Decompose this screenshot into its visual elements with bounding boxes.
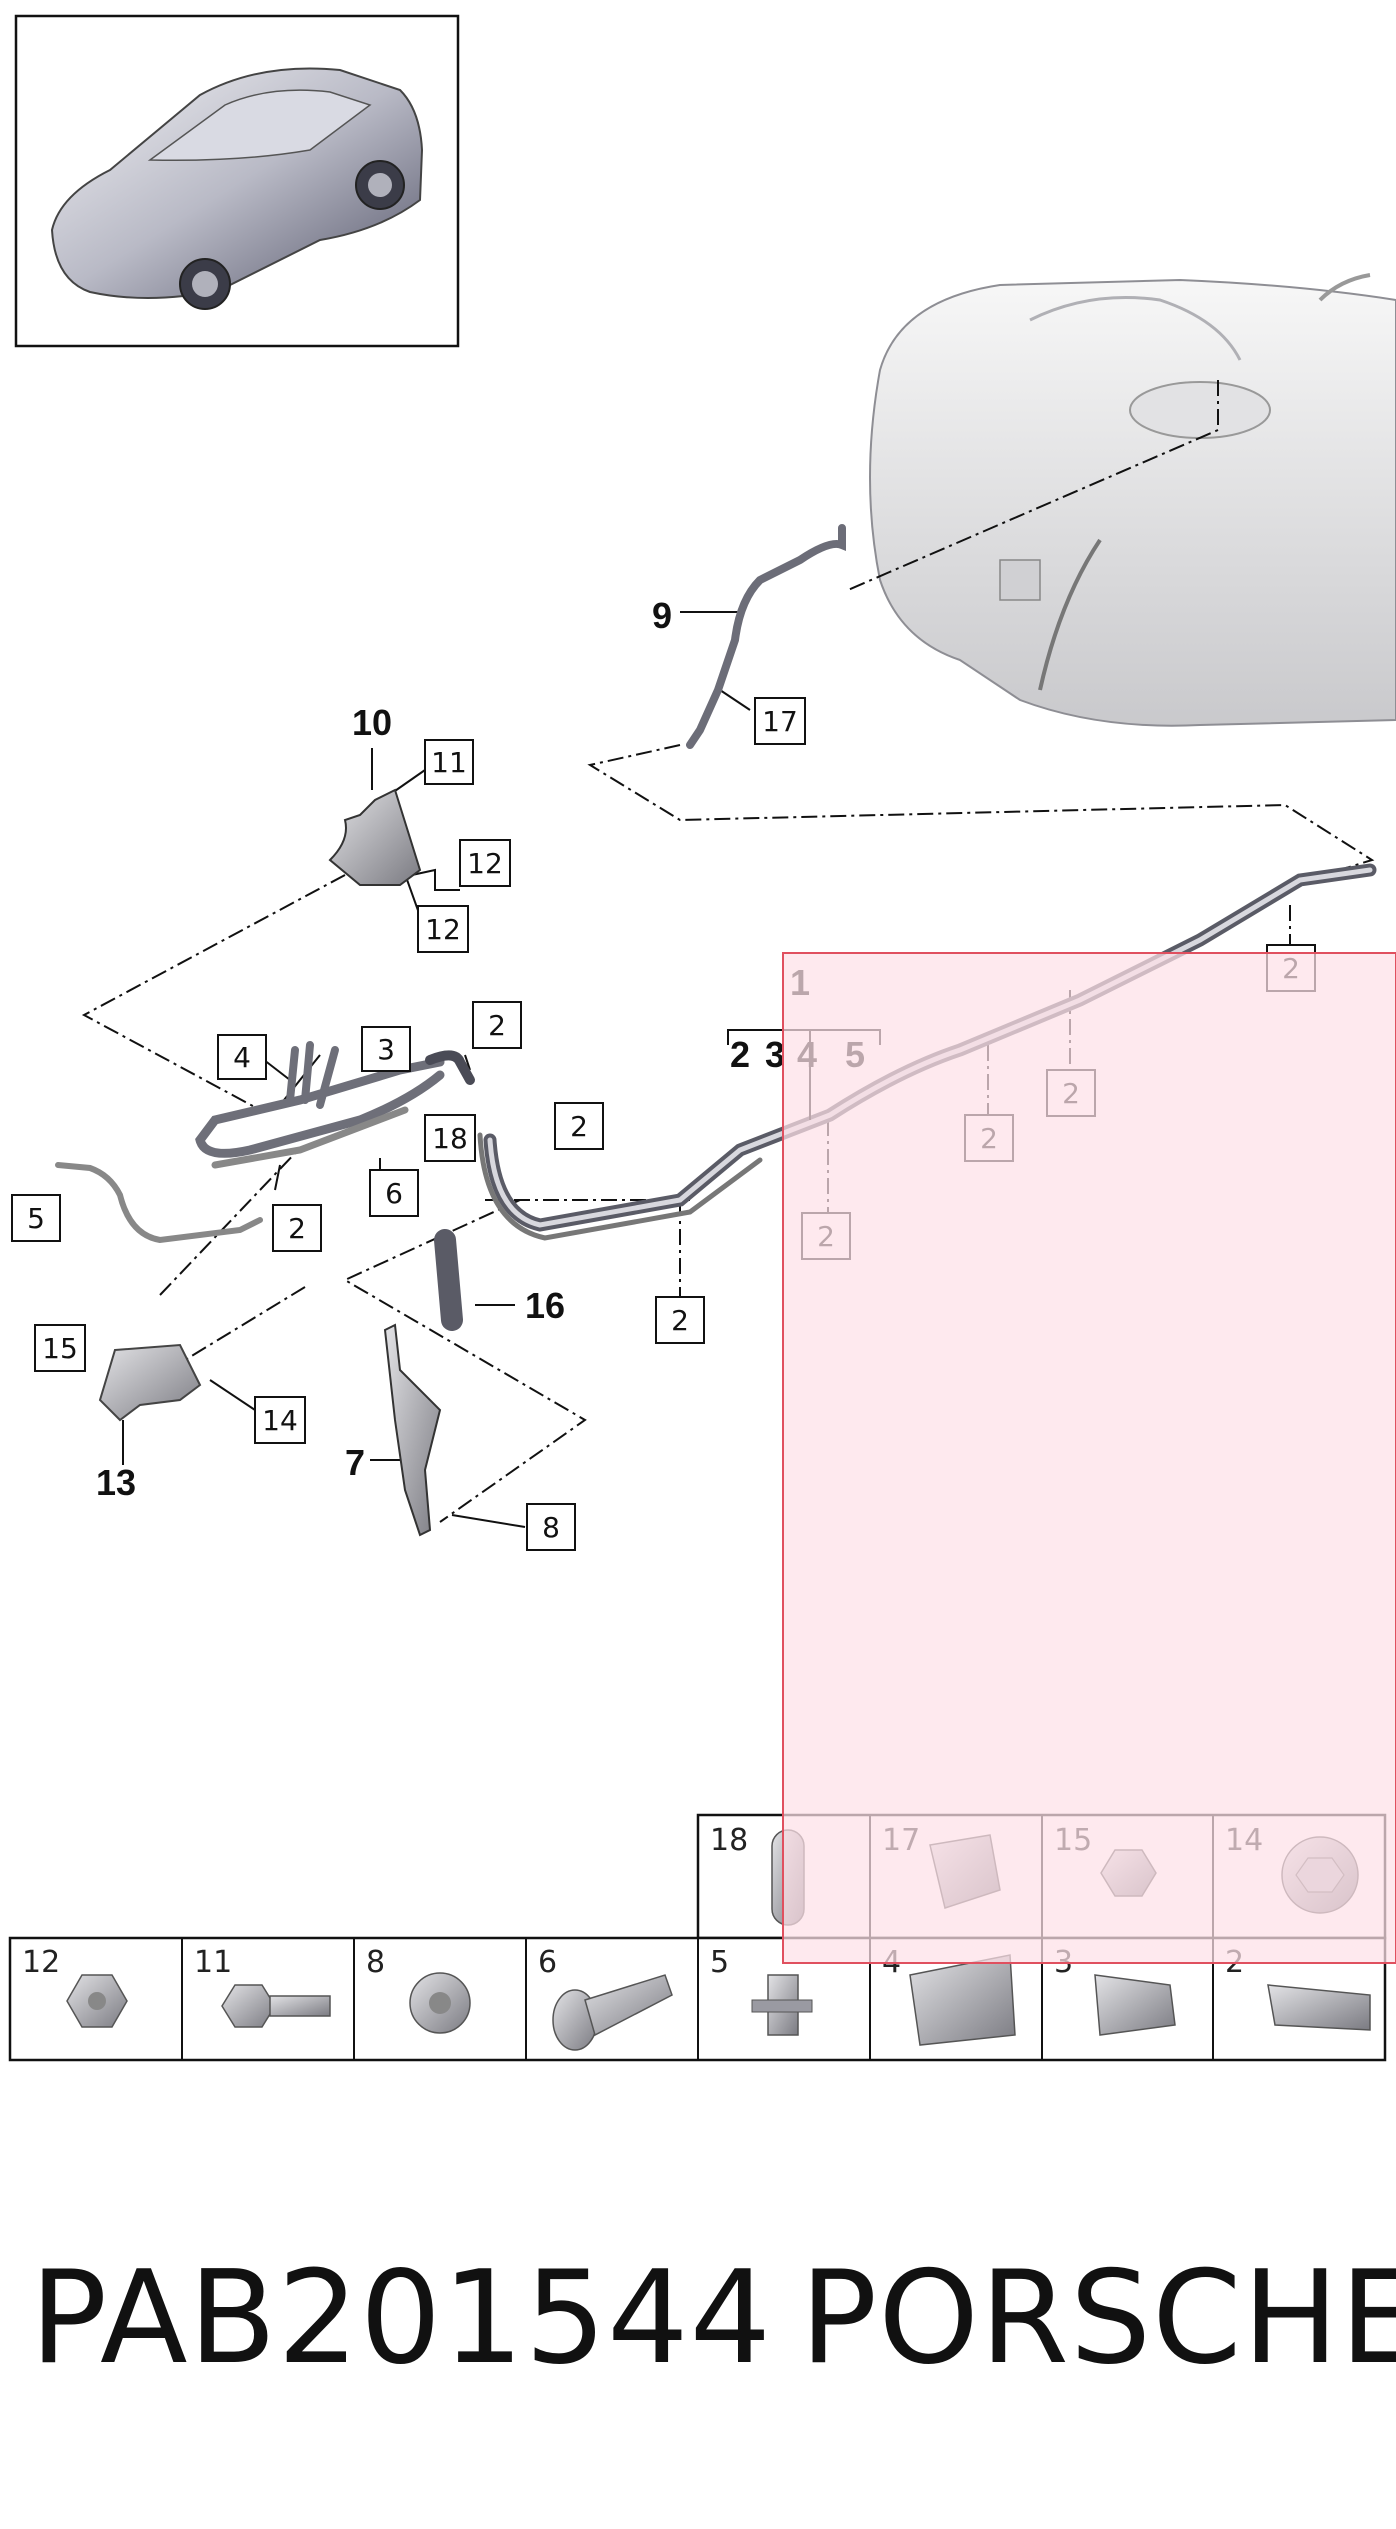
solid-leaders [122,611,751,1528]
cell-label-6: 6 [538,1945,557,1980]
box-2-left: 2 [272,1204,322,1252]
callout-7: 7 [345,1442,365,1483]
box-12-a: 12 [459,839,511,887]
cell-label-5: 5 [710,1945,729,1980]
box-5: 5 [11,1194,61,1242]
box-2-top: 2 [472,1001,522,1049]
highlight-region [782,952,1396,1964]
callout-10: 10 [352,702,392,743]
box-8: 8 [526,1503,576,1551]
bracket-10 [328,788,422,886]
box-18: 18 [424,1114,476,1162]
svg-text:8: 8 [542,1511,560,1544]
svg-text:2: 2 [488,1009,506,1042]
box-2-lower: 2 [655,1296,705,1344]
svg-text:5: 5 [27,1202,45,1235]
box-11: 11 [424,739,474,785]
box-6: 6 [369,1169,419,1217]
svg-text:14: 14 [262,1404,298,1437]
svg-text:6: 6 [385,1177,403,1210]
svg-text:17: 17 [762,705,798,738]
flange-nut-8-icon [409,1972,471,2034]
cell-label-18: 18 [710,1823,748,1858]
svg-text:2: 2 [671,1304,689,1337]
part-code: PAB201544 [30,2244,772,2393]
box-3: 3 [361,1026,411,1072]
bracket-13 [98,1343,202,1422]
svg-text:2: 2 [288,1212,306,1245]
box-14: 14 [254,1396,306,1444]
callout-16: 16 [525,1285,565,1326]
brand-name: PORSCHE [800,2244,1396,2393]
svg-text:3: 3 [377,1033,395,1066]
clip-5-icon [751,1974,813,2036]
pipe-9 [686,524,846,749]
hose-16 [434,1229,463,1331]
callout-9: 9 [652,595,672,636]
box-15: 15 [34,1324,86,1372]
box-2-mid: 2 [554,1102,604,1150]
bolt-6-icon [552,1974,673,2051]
svg-text:12: 12 [425,913,461,946]
svg-text:11: 11 [431,746,467,779]
svg-text:12: 12 [467,847,503,880]
group-item-2: 2 [730,1034,750,1075]
cell-label-8: 8 [366,1945,385,1980]
svg-text:4: 4 [233,1041,251,1074]
cell-label-12: 12 [22,1945,60,1980]
svg-text:18: 18 [432,1122,468,1155]
fuel-tank [869,273,1396,727]
bolt-11-icon [221,1984,331,2028]
box-12-b: 12 [417,905,469,953]
vehicle-thumbnail [14,14,460,348]
panel-7 [383,1323,442,1537]
svg-text:2: 2 [570,1110,588,1143]
svg-text:15: 15 [42,1332,78,1365]
box-4: 4 [217,1034,267,1080]
cell-label-11: 11 [194,1945,232,1980]
box-17: 17 [754,697,806,745]
clip-3-icon [1094,1974,1176,2036]
clip-2-icon [1267,1984,1371,2031]
callout-13: 13 [96,1462,136,1503]
group-item-3: 3 [765,1034,785,1075]
